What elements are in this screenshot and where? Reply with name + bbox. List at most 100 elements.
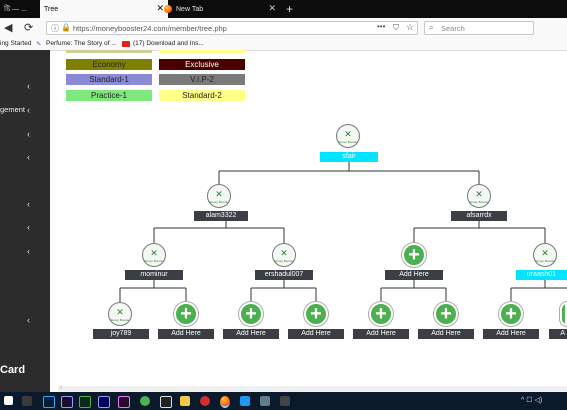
- photoshop-icon[interactable]: [43, 396, 55, 408]
- bookmark-item[interactable]: (17) Download and Ins...: [133, 40, 204, 47]
- member-avatar[interactable]: ✕ Money Booster: [142, 243, 166, 267]
- member-label[interactable]: afsarrdx: [451, 211, 507, 221]
- scroll-left-icon[interactable]: ‹: [60, 384, 63, 391]
- tab-label: ষ্টি — ...: [4, 6, 27, 13]
- windows-start-icon[interactable]: [4, 396, 13, 405]
- add-here-label[interactable]: Add Here: [223, 329, 279, 339]
- more-icon[interactable]: •••: [377, 22, 386, 31]
- premiere-rush-icon[interactable]: [118, 396, 130, 408]
- search-input[interactable]: ⌕ Search: [424, 21, 534, 35]
- folder-icon[interactable]: [180, 396, 190, 406]
- app-icon[interactable]: [79, 396, 91, 408]
- add-member-button[interactable]: +: [239, 302, 263, 326]
- app-icon[interactable]: [280, 396, 290, 406]
- chevron-left-icon[interactable]: ‹: [27, 199, 30, 209]
- tab-previous[interactable]: ষ্টি — ...: [0, 0, 38, 18]
- firefox-icon: [164, 5, 172, 13]
- add-member-button[interactable]: +: [434, 302, 458, 326]
- info-icon[interactable]: ⓘ: [51, 24, 59, 33]
- money-booster-logo-icon: ✕: [541, 248, 549, 258]
- member-avatar[interactable]: ✕ Money Booster: [336, 124, 360, 148]
- search-placeholder: Search: [441, 24, 465, 33]
- tab-bar: ষ্টি — ... Tree ✕ New Tab ✕ +: [0, 0, 567, 18]
- add-here-label[interactable]: Add Here: [418, 329, 474, 339]
- chevron-left-icon[interactable]: ‹: [27, 315, 30, 325]
- chevron-left-icon[interactable]: ‹: [27, 129, 30, 139]
- legend-exclusive: Exclusive: [159, 59, 245, 70]
- legend-standard-2: Standard-2: [159, 90, 245, 101]
- reload-icon[interactable]: ⟳: [24, 22, 34, 34]
- edge: [218, 162, 480, 184]
- bookmark-icon: ✎: [36, 41, 42, 48]
- tab-new-tab[interactable]: New Tab ✕: [160, 0, 280, 18]
- tree-connectors: [119, 162, 567, 302]
- new-tab-button[interactable]: +: [282, 0, 296, 18]
- sidebar-footer: Card: [0, 364, 26, 376]
- app-icon[interactable]: [160, 396, 172, 408]
- member-label[interactable]: sfair: [320, 152, 378, 162]
- firefox-icon[interactable]: [220, 396, 230, 408]
- close-icon[interactable]: ✕: [268, 3, 276, 13]
- add-here-label[interactable]: Add Here: [288, 329, 344, 339]
- system-tray[interactable]: ^ ☐ ◁): [521, 397, 543, 404]
- money-booster-logo-icon: ✕: [280, 248, 288, 258]
- add-member-button[interactable]: [560, 302, 567, 326]
- chevron-left-icon[interactable]: ‹: [27, 81, 30, 91]
- url-bar[interactable]: ⓘ 🔒 https://moneybooster24.com/member/tr…: [46, 21, 418, 35]
- after-effects-icon[interactable]: [98, 396, 110, 408]
- chevron-left-icon[interactable]: ‹: [27, 152, 30, 162]
- member-label[interactable]: uraash01: [516, 270, 567, 280]
- add-here-label[interactable]: Add Here: [483, 329, 539, 339]
- star-icon[interactable]: ☆: [406, 22, 415, 32]
- horizontal-scrollbar[interactable]: ‹: [58, 384, 567, 392]
- member-avatar[interactable]: ✕ Money Booster: [533, 243, 557, 267]
- edge: [413, 220, 546, 243]
- lock-icon: 🔒: [61, 23, 71, 32]
- tab-label: New Tab: [176, 5, 204, 13]
- avatar-caption: Money Booster: [468, 200, 490, 204]
- search-icon: ⌕: [429, 23, 434, 32]
- edge: [119, 280, 187, 302]
- chevron-left-icon[interactable]: ‹: [27, 105, 30, 115]
- chevron-left-icon[interactable]: ‹: [27, 246, 30, 256]
- member-label[interactable]: alam3322: [194, 211, 248, 221]
- premiere-icon[interactable]: [61, 396, 73, 408]
- legend-economy: Economy: [66, 59, 152, 70]
- app-icon[interactable]: [140, 396, 150, 406]
- sidebar: ‹ gement ‹ ‹ ‹ ‹ ‹ ‹ ‹ Card: [0, 50, 50, 392]
- url-text[interactable]: https://moneybooster24.com/member/tree.p…: [73, 24, 227, 33]
- member-label[interactable]: joy789: [93, 329, 149, 339]
- app-icon[interactable]: [260, 396, 270, 406]
- app-icon[interactable]: [200, 396, 210, 406]
- pocket-icon[interactable]: ⛉: [393, 23, 399, 32]
- member-label[interactable]: ershadul007: [255, 270, 313, 280]
- member-label[interactable]: mominur: [125, 270, 183, 280]
- bookmark-item[interactable]: ing Started: [0, 40, 32, 47]
- app-icon[interactable]: [240, 396, 250, 406]
- edge: [380, 280, 447, 302]
- add-here-label[interactable]: Add Here: [158, 329, 214, 339]
- add-member-button[interactable]: +: [304, 302, 328, 326]
- add-member-button[interactable]: +: [499, 302, 523, 326]
- member-avatar[interactable]: ✕ Money Booster: [467, 184, 491, 208]
- add-here-label[interactable]: Add Here: [353, 329, 409, 339]
- member-avatar[interactable]: ✕ Money Booster: [108, 302, 132, 326]
- avatar-caption: Money Booster: [534, 259, 556, 263]
- add-member-button[interactable]: +: [402, 243, 426, 267]
- back-icon[interactable]: ◀: [4, 22, 13, 34]
- money-booster-logo-icon: ✕: [150, 248, 158, 258]
- member-avatar[interactable]: ✕ Money Booster: [272, 243, 296, 267]
- add-here-label[interactable]: A: [549, 329, 567, 339]
- money-booster-logo-icon: ✕: [475, 189, 483, 199]
- sidebar-item-management[interactable]: gement: [0, 105, 26, 114]
- chevron-left-icon[interactable]: ‹: [27, 222, 30, 232]
- add-here-label[interactable]: Add Here: [385, 270, 443, 280]
- close-icon[interactable]: ✕: [156, 3, 164, 13]
- add-member-button[interactable]: +: [174, 302, 198, 326]
- add-member-button[interactable]: +: [369, 302, 393, 326]
- task-view-icon[interactable]: [22, 396, 32, 406]
- bookmark-item[interactable]: Perfume: The Story of ...: [46, 40, 117, 47]
- member-avatar[interactable]: ✕ Money Booster: [207, 184, 231, 208]
- tab-tree[interactable]: Tree ✕: [40, 0, 168, 18]
- tab-label: Tree: [44, 5, 59, 13]
